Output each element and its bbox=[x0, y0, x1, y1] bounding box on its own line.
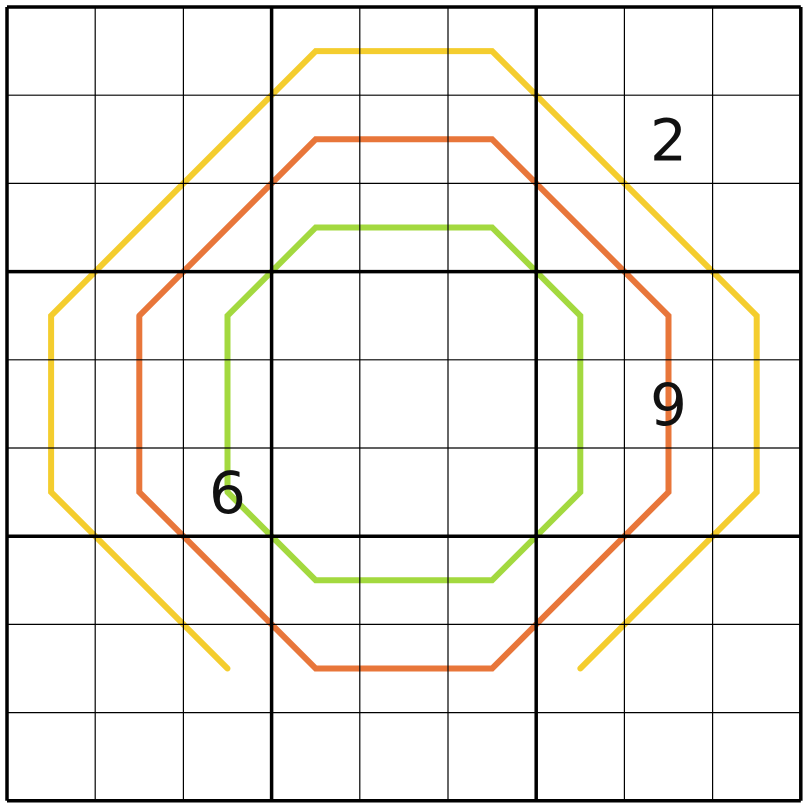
cell-r9c8[interactable] bbox=[624, 712, 713, 801]
cell-r4c4[interactable] bbox=[271, 271, 360, 360]
cell-r1c7[interactable] bbox=[536, 7, 625, 96]
green-line bbox=[224, 224, 584, 584]
cell-r8c8[interactable] bbox=[624, 624, 713, 713]
cell-r2c8[interactable] bbox=[624, 95, 713, 184]
cell-r9c3[interactable] bbox=[183, 712, 272, 801]
cell-r6c5[interactable] bbox=[359, 448, 448, 537]
cell-r8c9[interactable] bbox=[712, 624, 801, 713]
cell-r2c9[interactable] bbox=[712, 95, 801, 184]
cell-r8c2[interactable] bbox=[95, 624, 184, 713]
grid-layer bbox=[5, 5, 803, 803]
cell-r2c1[interactable] bbox=[7, 95, 96, 184]
givens-layer: 2 9 6 bbox=[209, 106, 687, 527]
cell-r5c6[interactable] bbox=[448, 359, 537, 448]
cell-r3c9[interactable] bbox=[712, 183, 801, 272]
orange-line bbox=[136, 136, 672, 672]
cell-r8c1[interactable] bbox=[7, 624, 96, 713]
cell-r6c6[interactable] bbox=[448, 448, 537, 537]
cell-r6c4[interactable] bbox=[271, 448, 360, 537]
yellow-line bbox=[48, 48, 760, 672]
cell-r5c4[interactable] bbox=[271, 359, 360, 448]
cell-r9c9[interactable] bbox=[712, 712, 801, 801]
cell-r1c8[interactable] bbox=[624, 7, 713, 96]
cell-r7c1[interactable] bbox=[7, 536, 96, 625]
cell-r5c5[interactable] bbox=[359, 359, 448, 448]
cell-r9c7[interactable] bbox=[536, 712, 625, 801]
given-digit-r5c8: 9 bbox=[650, 371, 687, 439]
cell-r4c5[interactable] bbox=[359, 271, 448, 360]
cell-r1c3[interactable] bbox=[183, 7, 272, 96]
cell-r2c2[interactable] bbox=[95, 95, 184, 184]
cell-r9c6[interactable] bbox=[448, 712, 537, 801]
cell-r9c2[interactable] bbox=[95, 712, 184, 801]
cell-r1c1[interactable] bbox=[7, 7, 96, 96]
cell-r3c1[interactable] bbox=[7, 183, 96, 272]
cell-r1c2[interactable] bbox=[95, 7, 184, 96]
cell-r4c6[interactable] bbox=[448, 271, 537, 360]
cell-r7c9[interactable] bbox=[712, 536, 801, 625]
lines-layer bbox=[48, 48, 760, 672]
cell-r9c4[interactable] bbox=[271, 712, 360, 801]
cell-r9c5[interactable] bbox=[359, 712, 448, 801]
cell-r1c9[interactable] bbox=[712, 7, 801, 96]
cell-r9c1[interactable] bbox=[7, 712, 96, 801]
given-digit-r6c3: 6 bbox=[209, 459, 246, 527]
given-digit-r2c8: 2 bbox=[650, 106, 687, 174]
